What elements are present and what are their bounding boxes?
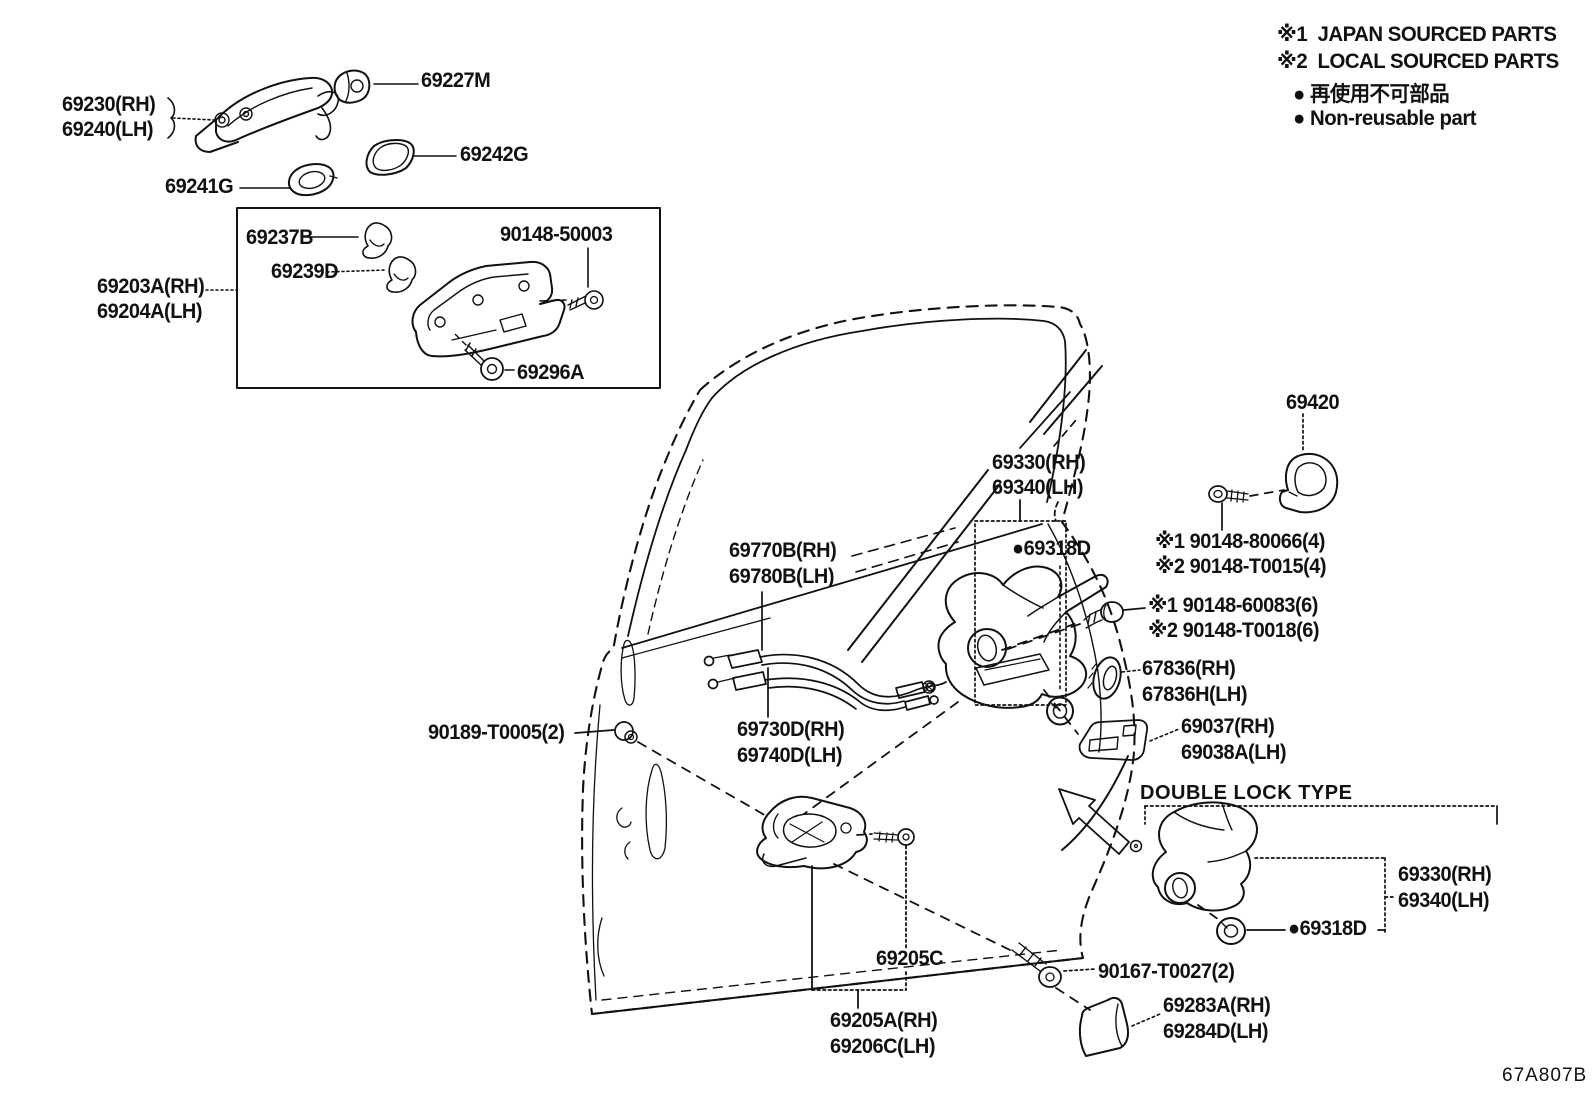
label-69420: 69420 [1286,391,1340,414]
label-67836h-lh: 67836H(LH) [1142,683,1248,706]
label-67836-rh: 67836(RH) [1142,657,1236,680]
label-dl-69330-rh: 69330(RH) [1398,863,1492,886]
legend-local-sourced: ※2 LOCAL SOURCED PARTS [1277,50,1559,73]
handle-cover-69227m [335,71,370,103]
handle-pad-69242g [367,140,414,175]
label-69340-lh: 69340(LH) [992,476,1084,499]
label-90148-50003: 90148-50003 [500,223,613,246]
label-69240-lh: 69240(LH) [62,118,154,141]
double-lock-bracket [1145,806,1497,824]
legend-nonreusable-jp: ● 再使用不可部品 [1293,83,1450,106]
striker-69420 [1280,414,1337,512]
label-69318d: ●69318D [1012,537,1091,560]
label-69239d: 69239D [271,260,339,283]
label-69205c: 69205C [876,947,944,970]
label-69284d-lh: 69284D(LH) [1163,1020,1269,1043]
grommet-90189-t0005 [575,722,768,817]
double-lock-label-bracket [1247,858,1396,932]
label-69242g: 69242G [460,143,529,166]
label-69203a-rh: 69203A(RH) [97,275,205,298]
label-90167-t0027: 90167-T0027(2) [1098,960,1235,983]
legend-japan-sourced: ※1 JAPAN SOURCED PARTS [1277,23,1557,46]
label-dl-69318d: ●69318D [1288,917,1367,940]
double-lock-assembly-69330 [1131,802,1257,944]
lock-screw-90148-60083 [1005,602,1145,650]
double-lock-arrow-icon [1059,789,1129,854]
label-90148-80066: ※1 90148-80066(4) [1155,530,1325,553]
grommet-67836 [1088,654,1140,701]
label-69283a-rh: 69283A(RH) [1163,994,1271,1017]
label-69780b-lh: 69780B(LH) [729,565,835,588]
label-dl-69340-lh: 69340(LH) [1398,889,1490,912]
label-90148-t0015: ※2 90148-T0015(4) [1155,555,1327,578]
child-lock-lever-69037 [1080,720,1179,760]
door-outline [582,305,1134,1014]
label-69330-rh: 69330(RH) [992,451,1086,474]
division-sash-69770b [762,350,1102,662]
diagram-code: 67A807B [1502,1065,1588,1086]
label-69230-rh: 69230(RH) [62,93,156,116]
label-69204a-lh: 69204A(LH) [97,300,203,323]
label-90148-t0018: ※2 90148-T0018(6) [1148,619,1320,642]
label-69730d-rh: 69730D(RH) [737,718,845,741]
striker-screw-90148-80066 [1209,486,1284,530]
label-69037-rh: 69037(RH) [1181,715,1275,738]
handle-leader-bracket [812,846,1010,1008]
label-69237b: 69237B [246,226,314,249]
label-69205a-rh: 69205A(RH) [830,1009,938,1032]
lock-dashed-leaders [804,622,1080,814]
lock-bracket-and-ring [975,500,1073,725]
label-69241g: 69241G [165,175,234,198]
label-69227m: 69227M [421,69,491,92]
handle-screw-69205c [857,829,914,845]
legend-nonreusable-en: ● Non-reusable part [1293,107,1477,130]
leader-lines-handle-group [168,84,456,188]
label-69740d-lh: 69740D(LH) [737,744,843,767]
label-90148-60083: ※1 90148-60083(6) [1148,594,1318,617]
cover-69283a [1080,998,1160,1056]
frame-box-69203a [206,208,660,388]
door-lock-69330 [923,567,1108,708]
label-69770b-rh: 69770B(RH) [729,539,837,562]
handle-bezel-69241g [289,164,337,195]
label-69038a-lh: 69038A(LH) [1181,741,1287,764]
label-69206c-lh: 69206C(LH) [830,1035,936,1058]
double-lock-caption: DOUBLE LOCK TYPE [1140,782,1353,804]
screw-90167-t0027 [1012,943,1095,1010]
outside-handle-69230 [196,78,339,152]
misc-leaders [1020,392,1076,448]
label-90189-t0005: 90189-T0005(2) [428,721,565,744]
label-69296a: 69296A [517,361,585,384]
